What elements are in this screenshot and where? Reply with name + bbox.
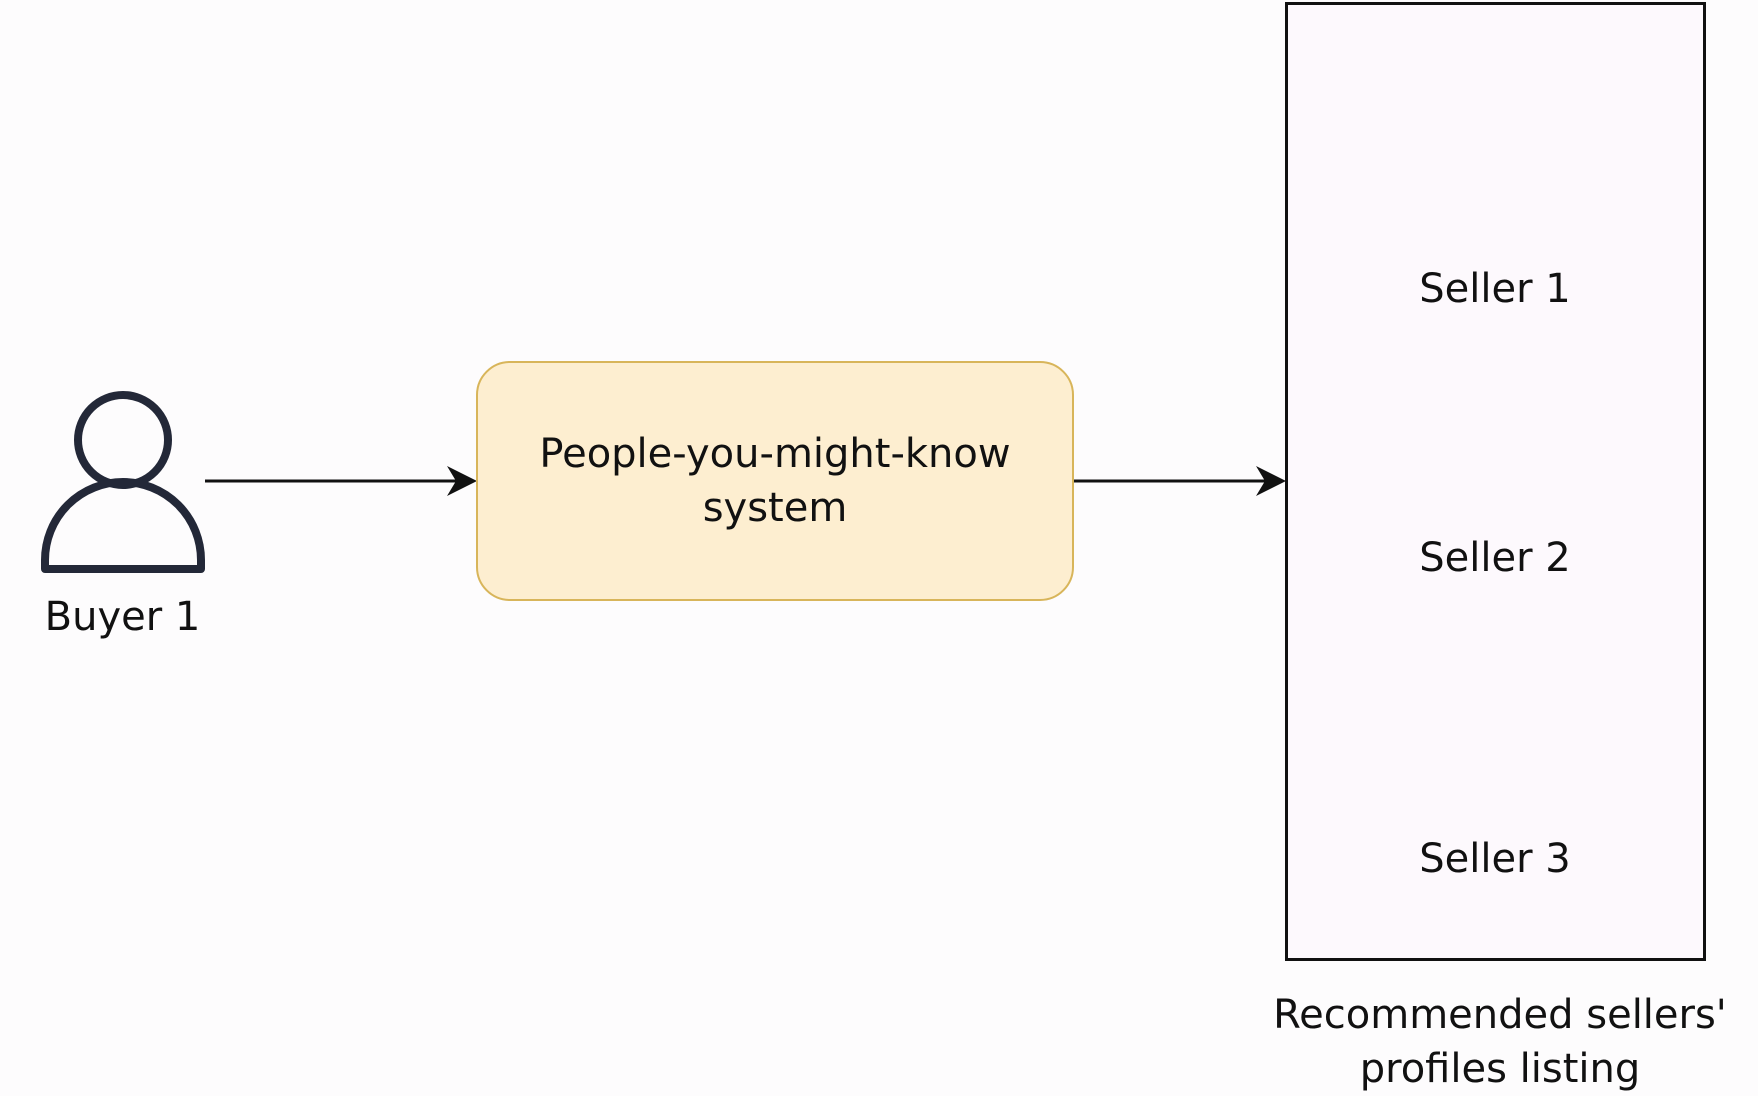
recommended-sellers-listing-box [1285, 2, 1706, 961]
buyer-label: Buyer 1 [44, 594, 201, 640]
seller-3-label: Seller 3 [1419, 836, 1571, 882]
system-label: People-you-might-know system [539, 431, 1011, 531]
seller-1-label: Seller 1 [1419, 266, 1571, 312]
seller-2-label: Seller 2 [1419, 535, 1571, 581]
listing-caption: Recommended sellers' profiles listing [1273, 992, 1727, 1092]
people-you-might-know-system-box: People-you-might-know system [476, 361, 1074, 601]
buyer-person-icon [41, 391, 205, 573]
